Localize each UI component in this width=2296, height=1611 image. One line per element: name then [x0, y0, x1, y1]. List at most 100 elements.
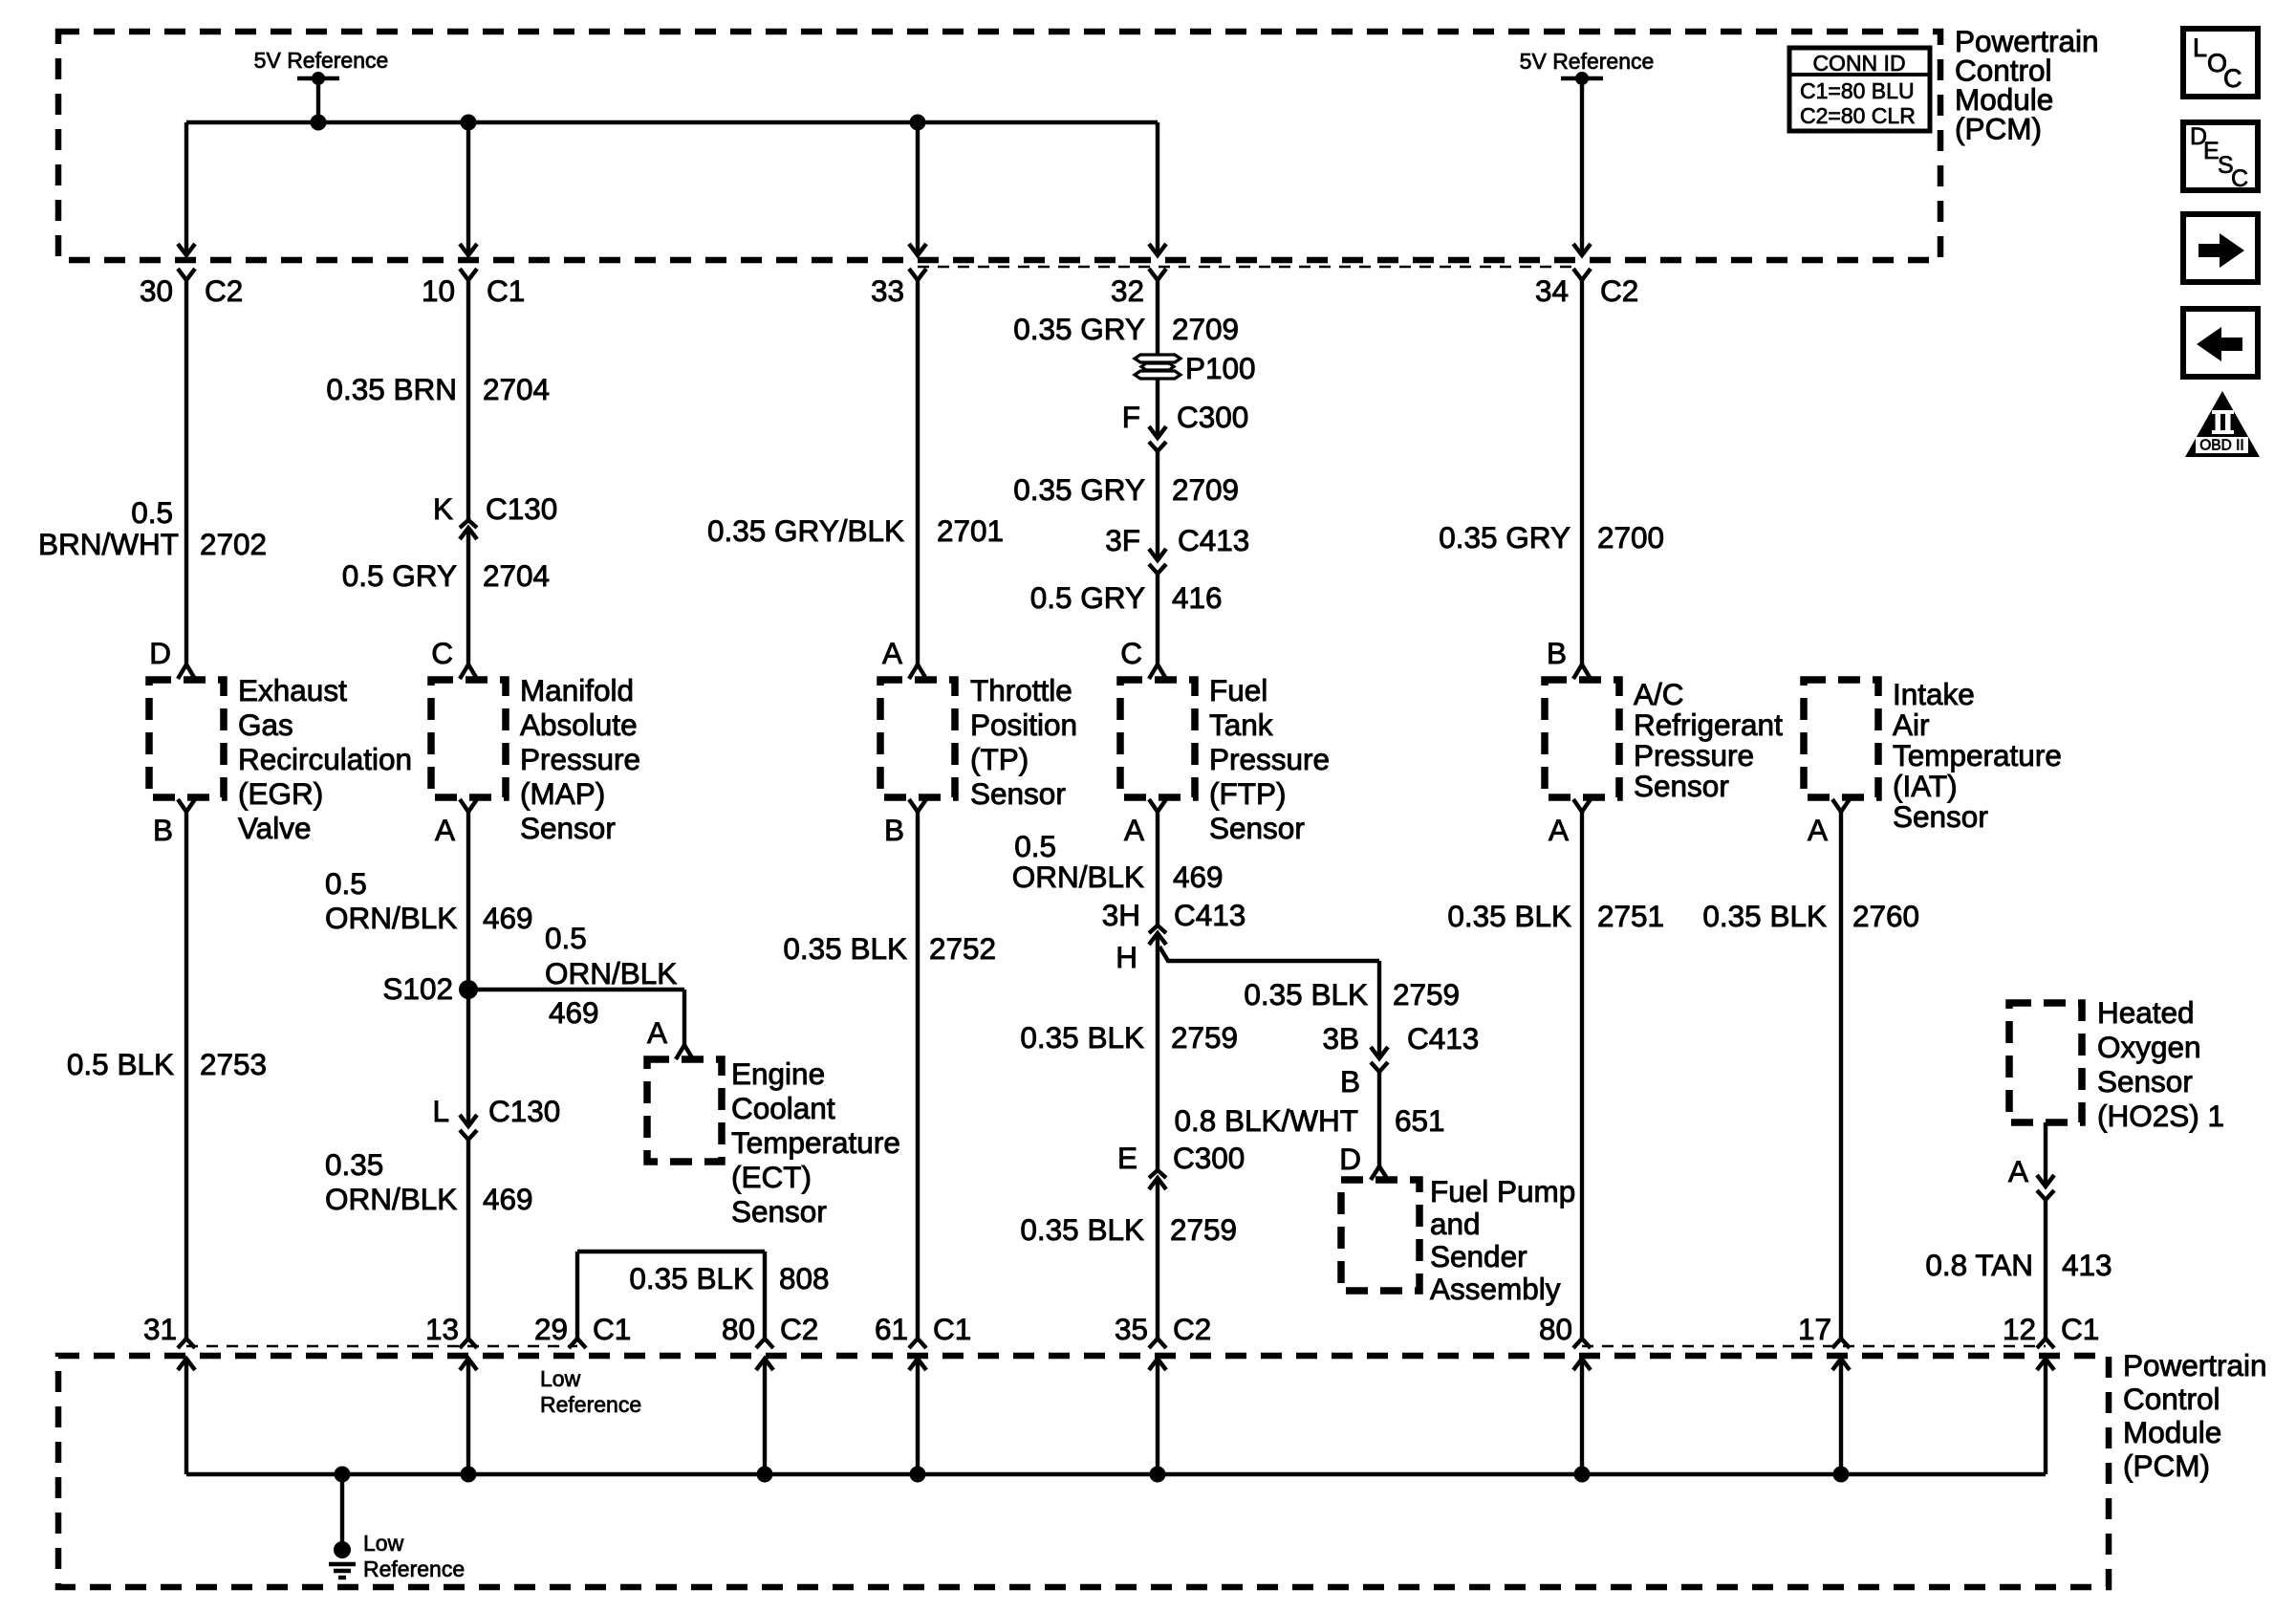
- svg-text:2702: 2702: [200, 527, 267, 561]
- svg-text:61: 61: [875, 1312, 908, 1346]
- svg-text:2709: 2709: [1172, 472, 1239, 507]
- svg-text:3B: 3B: [1322, 1021, 1359, 1056]
- svg-text:2704: 2704: [483, 558, 550, 593]
- svg-text:0.35 GRY: 0.35 GRY: [1013, 312, 1145, 346]
- svg-text:Tank: Tank: [1209, 708, 1273, 742]
- svg-text:2759: 2759: [1170, 1212, 1237, 1247]
- svg-text:13: 13: [425, 1312, 459, 1346]
- svg-text:A: A: [1808, 813, 1828, 847]
- svg-text:0.35: 0.35: [325, 1147, 383, 1182]
- svg-text:10: 10: [422, 273, 455, 308]
- svg-text:80: 80: [1539, 1312, 1572, 1346]
- svg-text:Recirculation: Recirculation: [238, 742, 412, 776]
- svg-text:0.5 GRY: 0.5 GRY: [1030, 580, 1145, 615]
- svg-text:C1: C1: [593, 1312, 631, 1346]
- svg-text:A: A: [1124, 813, 1144, 847]
- svg-text:(IAT): (IAT): [1893, 769, 1958, 803]
- svg-text:L: L: [432, 1094, 449, 1128]
- svg-text:C2: C2: [205, 273, 243, 308]
- svg-text:P100: P100: [1185, 351, 1256, 385]
- svg-text:C: C: [431, 636, 453, 670]
- svg-text:0.5 BLK: 0.5 BLK: [67, 1047, 174, 1081]
- svg-text:L: L: [2193, 33, 2207, 62]
- svg-text:C2=80 CLR: C2=80 CLR: [1800, 103, 1916, 128]
- svg-text:CONN ID: CONN ID: [1812, 51, 1905, 76]
- svg-text:C2: C2: [1173, 1312, 1211, 1346]
- svg-text:(EGR): (EGR): [238, 776, 323, 811]
- svg-text:E: E: [2203, 138, 2220, 164]
- svg-text:C413: C413: [1407, 1021, 1479, 1056]
- svg-text:C300: C300: [1177, 400, 1248, 434]
- svg-text:Manifold: Manifold: [520, 673, 634, 708]
- svg-text:H: H: [1116, 940, 1137, 974]
- svg-text:33: 33: [871, 273, 904, 308]
- svg-text:0.5: 0.5: [545, 921, 587, 955]
- svg-text:Sensor: Sensor: [731, 1194, 827, 1229]
- svg-text:C1: C1: [2061, 1312, 2099, 1346]
- svg-text:Assembly: Assembly: [1430, 1272, 1561, 1306]
- svg-text:Module: Module: [2123, 1415, 2221, 1449]
- svg-text:2752: 2752: [929, 931, 996, 966]
- svg-text:0.35 GRY: 0.35 GRY: [1013, 472, 1145, 507]
- svg-text:S102: S102: [382, 971, 453, 1006]
- svg-text:Pressure: Pressure: [520, 742, 640, 776]
- svg-text:O: O: [2207, 49, 2227, 77]
- svg-text:Sensor: Sensor: [1209, 811, 1305, 845]
- svg-text:30: 30: [140, 273, 173, 308]
- svg-text:0.35 GRY/BLK: 0.35 GRY/BLK: [707, 513, 904, 548]
- svg-text:2753: 2753: [200, 1047, 267, 1081]
- svg-text:0.35 BLK: 0.35 BLK: [629, 1261, 753, 1295]
- svg-text:2709: 2709: [1172, 312, 1239, 346]
- svg-text:Sensor: Sensor: [520, 811, 616, 845]
- svg-text:C413: C413: [1174, 898, 1245, 932]
- svg-text:B: B: [1547, 636, 1567, 670]
- svg-text:Valve: Valve: [238, 811, 311, 845]
- svg-text:Sensor: Sensor: [970, 776, 1066, 811]
- svg-text:0.5: 0.5: [131, 495, 173, 530]
- svg-text:Sensor: Sensor: [1634, 769, 1729, 803]
- svg-text:Sender: Sender: [1430, 1239, 1527, 1274]
- svg-text:Pressure: Pressure: [1634, 738, 1754, 773]
- svg-text:469: 469: [483, 1182, 533, 1216]
- svg-text:Intake: Intake: [1893, 677, 1975, 711]
- svg-text:808: 808: [779, 1261, 830, 1295]
- svg-text:2751: 2751: [1597, 899, 1664, 933]
- svg-text:Gas: Gas: [238, 708, 293, 742]
- svg-text:0.35 BLK: 0.35 BLK: [1447, 899, 1571, 933]
- svg-text:Reference: Reference: [363, 1557, 465, 1581]
- svg-text:Low: Low: [363, 1531, 404, 1556]
- svg-text:Control: Control: [1955, 54, 2052, 88]
- svg-text:A: A: [647, 1015, 667, 1050]
- svg-text:2759: 2759: [1393, 977, 1460, 1012]
- svg-text:5V Reference: 5V Reference: [254, 48, 389, 73]
- svg-text:A: A: [2008, 1154, 2028, 1188]
- svg-text:K: K: [433, 491, 453, 526]
- svg-text:(PCM): (PCM): [2123, 1448, 2210, 1483]
- svg-text:0.8 BLK/WHT: 0.8 BLK/WHT: [1174, 1103, 1358, 1138]
- svg-text:B: B: [884, 813, 904, 847]
- svg-text:ORN/BLK: ORN/BLK: [545, 956, 677, 991]
- svg-text:Control: Control: [2123, 1382, 2220, 1416]
- svg-text:0.5: 0.5: [325, 866, 367, 901]
- svg-text:D: D: [1339, 1142, 1361, 1176]
- svg-text:Refrigerant: Refrigerant: [1634, 708, 1783, 742]
- svg-text:(MAP): (MAP): [520, 776, 605, 811]
- svg-text:Air: Air: [1893, 708, 1930, 742]
- svg-text:D: D: [149, 636, 171, 670]
- svg-text:0.8 TAN: 0.8 TAN: [1925, 1248, 2033, 1282]
- svg-text:Heated: Heated: [2097, 995, 2195, 1030]
- svg-text:0.5: 0.5: [1014, 829, 1056, 863]
- svg-text:80: 80: [722, 1312, 755, 1346]
- svg-text:32: 32: [1111, 273, 1144, 308]
- svg-text:C130: C130: [488, 1094, 560, 1128]
- svg-text:Low: Low: [540, 1366, 581, 1391]
- svg-text:0.35 BLK: 0.35 BLK: [1702, 899, 1827, 933]
- svg-text:29: 29: [534, 1312, 568, 1346]
- svg-text:ORN/BLK: ORN/BLK: [325, 901, 457, 935]
- svg-text:Powertrain: Powertrain: [1955, 24, 2099, 58]
- svg-text:2759: 2759: [1171, 1020, 1238, 1055]
- svg-text:and: and: [1430, 1207, 1481, 1241]
- svg-text:469: 469: [483, 901, 533, 935]
- svg-text:34: 34: [1535, 273, 1569, 308]
- svg-text:OBD II: OBD II: [2199, 438, 2244, 454]
